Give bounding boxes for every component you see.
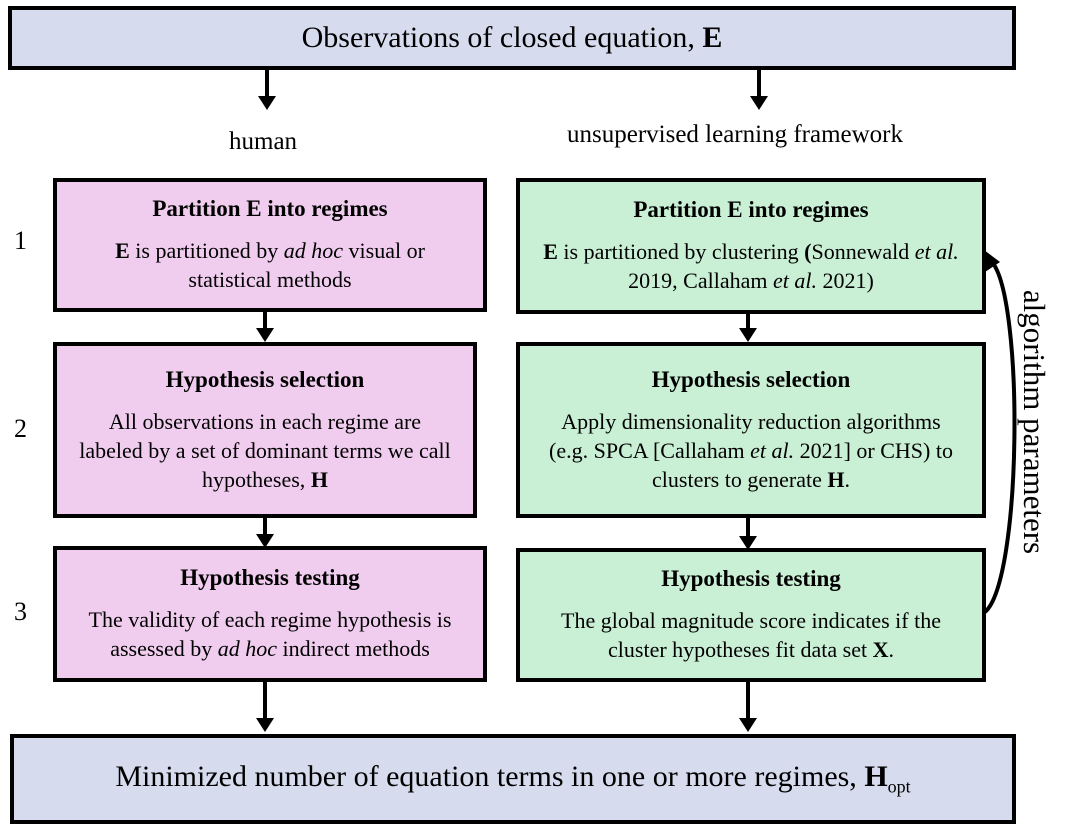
step-title: Partition E into regimes bbox=[152, 196, 388, 221]
step-title: Hypothesis testing bbox=[661, 566, 841, 591]
observations-banner: Observations of closed equation, E bbox=[8, 6, 1016, 70]
step-title: Hypothesis selection bbox=[651, 366, 851, 392]
step-number-3: 3 bbox=[14, 597, 27, 626]
human-step-hypothesis-selection: Hypothesis selection All observations in… bbox=[53, 342, 477, 518]
framework-label: unsupervised learning framework bbox=[567, 121, 903, 148]
human-step-hypothesis-testing: Hypothesis testing The validity of each … bbox=[53, 546, 487, 682]
observations-symbol: E bbox=[702, 21, 723, 54]
observations-text: Observations of closed equation, bbox=[301, 21, 703, 54]
result-symbol: H bbox=[864, 760, 888, 794]
ml-step-hypothesis-testing: Hypothesis testing The global magnitude … bbox=[516, 548, 986, 682]
human-label: human bbox=[229, 128, 298, 155]
algorithm-parameters-label: algorithm parameters bbox=[1017, 289, 1052, 555]
step-body: The validity of each regime hypothesis i… bbox=[88, 607, 452, 661]
step-title: Partition E into regimes bbox=[633, 197, 869, 222]
ml-step-hypothesis-selection: Hypothesis selection Apply dimensionalit… bbox=[516, 342, 986, 518]
result-subscript: opt bbox=[887, 776, 911, 797]
step-body: The global magnitude score indicates if … bbox=[561, 608, 941, 662]
step-title: Hypothesis testing bbox=[180, 565, 360, 590]
step-body: Apply dimensionality reduction algorithm… bbox=[549, 408, 953, 492]
step-number-1: 1 bbox=[14, 226, 27, 255]
feedback-arrow bbox=[983, 260, 1017, 614]
ml-step-partition: Partition E into regimes E is partitione… bbox=[516, 178, 986, 314]
result-text: Minimized number of equation terms in on… bbox=[115, 760, 865, 794]
step-body: All observations in each regime are labe… bbox=[79, 408, 451, 492]
step-number-2: 2 bbox=[14, 414, 27, 443]
step-body: E is partitioned by ad hoc visual or sta… bbox=[115, 238, 425, 292]
human-step-partition: Partition E into regimes E is partitione… bbox=[53, 178, 487, 312]
result-banner: Minimized number of equation terms in on… bbox=[10, 734, 1016, 824]
step-title: Hypothesis selection bbox=[165, 366, 365, 392]
step-body: E is partitioned by clustering (Sonnewal… bbox=[543, 239, 959, 293]
